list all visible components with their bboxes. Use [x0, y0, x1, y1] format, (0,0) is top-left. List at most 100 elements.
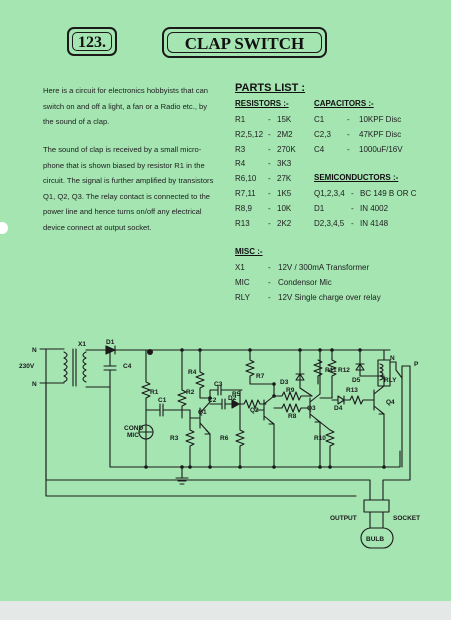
scan-margin	[0, 601, 451, 620]
intro-line: the sound of a clap.	[43, 117, 110, 127]
resistor-value: 1K5	[277, 189, 292, 198]
label-r13: R13	[346, 387, 358, 394]
resistor-ref: R1	[235, 115, 246, 124]
misc-value: 12V Single charge over relay	[278, 293, 381, 302]
intro-paragraph-2: The sound of clap is received by a small…	[43, 142, 233, 236]
intro-line: device connect at output socket.	[43, 222, 152, 232]
resistor-ref: R6,10	[235, 174, 257, 183]
resistors-heading: RESISTORS :-	[235, 99, 289, 108]
label-cond: COND	[124, 425, 143, 432]
label-d4: D4	[334, 405, 343, 412]
resistor-ref: R4	[235, 159, 246, 168]
label-voltage: 230V	[19, 363, 35, 370]
semiconductor-sep: -	[351, 189, 354, 198]
resistor-ref: R3	[235, 145, 246, 154]
label-r5: R5	[232, 391, 241, 398]
label-c1: C1	[158, 397, 167, 404]
resistor-value: 3K3	[277, 159, 292, 168]
capacitor-ref: C2,3	[314, 130, 331, 139]
label-socket: SOCKET	[393, 515, 420, 522]
resistor-value: 27K	[277, 174, 292, 183]
semiconductor-value: IN 4002	[360, 204, 389, 213]
label-r2: R2	[186, 389, 195, 396]
label-d1: D1	[106, 339, 115, 346]
resistor-ref: R2,5,12	[235, 130, 264, 139]
page-title: CLAP SWITCH	[167, 32, 322, 53]
label-r6: R6	[220, 435, 229, 442]
project-number-badge: 123.	[67, 27, 117, 56]
label-rly: RLY	[384, 377, 397, 384]
label-r12: R12	[338, 367, 350, 374]
misc-sep: -	[268, 263, 271, 272]
resistor-sep: -	[268, 189, 271, 198]
semiconductor-ref: Q1,2,3,4	[314, 189, 345, 198]
resistor-sep: -	[268, 130, 271, 139]
capacitor-value: 1000uF/16V	[359, 145, 403, 154]
capacitor-value: 10KPF Disc	[359, 115, 402, 124]
intro-paragraph-1: Here is a circuit for electronics hobbyi…	[43, 83, 233, 130]
label-q1: Q1	[198, 409, 207, 416]
resistor-ref: R7,11	[235, 189, 256, 198]
label-r1: R1	[150, 389, 159, 396]
document-page	[0, 0, 451, 601]
resistor-value: 270K	[277, 145, 296, 154]
misc-ref: MIC	[235, 278, 250, 287]
semiconductor-sep: -	[351, 204, 354, 213]
resistor-sep: -	[268, 219, 271, 228]
semiconductor-value: BC 149 B OR C	[360, 189, 417, 198]
resistor-ref: R8,9	[235, 204, 252, 213]
resistor-ref: R13	[235, 219, 250, 228]
resistor-sep: -	[268, 174, 271, 183]
label-r7: R7	[256, 373, 265, 380]
capacitor-sep: -	[347, 115, 350, 124]
title-box: CLAP SWITCH	[162, 27, 327, 58]
label-q2: Q2	[250, 407, 259, 414]
intro-line: phone that is shown biased by resistor R…	[43, 160, 205, 170]
resistor-sep: -	[268, 145, 271, 154]
resistor-sep: -	[268, 204, 271, 213]
capacitor-sep: -	[347, 145, 350, 154]
label-q4: Q4	[386, 399, 395, 406]
resistor-value: 15K	[277, 115, 292, 124]
project-number: 123.	[72, 32, 112, 51]
label-x1: X1	[78, 341, 86, 348]
capacitor-ref: C4	[314, 145, 325, 154]
label-d3: D3	[280, 379, 289, 386]
label-output: OUTPUT	[330, 515, 357, 522]
label-n-out: N	[32, 381, 37, 388]
semiconductor-ref: D2,3,4,5	[314, 219, 345, 228]
misc-value: Condensor Mic	[278, 278, 332, 287]
label-c4: C4	[123, 363, 132, 370]
label-c3: C3	[214, 381, 223, 388]
schematic-wires	[39, 345, 411, 549]
misc-ref: X1	[235, 263, 245, 272]
label-d5: D5	[352, 377, 361, 384]
misc-sep: -	[268, 278, 271, 287]
label-q3: Q3	[307, 405, 316, 412]
misc-value: 12V / 300mA Transformer	[278, 263, 370, 272]
intro-line: circuit. The signal is further amplified…	[43, 176, 214, 186]
resistor-value: 10K	[277, 204, 292, 213]
label-bulb: BULB	[366, 536, 384, 543]
resistor-sep: -	[268, 115, 271, 124]
misc-ref: RLY	[235, 293, 250, 302]
label-mic: MIC	[127, 432, 139, 439]
label-r9: R9	[286, 387, 295, 394]
label-r8: R8	[288, 413, 297, 420]
schematic-labels: N 230V N X1 D1 C4 R1 C1 COND MIC R3 R4 R…	[19, 339, 420, 543]
clap-switch-schematic: N 230V N X1 D1 C4 R1 C1 COND MIC R3 R4 R…	[19, 339, 420, 549]
label-d2: D2	[228, 395, 237, 402]
resistor-value: 2K2	[277, 219, 292, 228]
semiconductor-sep: -	[351, 219, 354, 228]
capacitor-ref: C1	[314, 115, 325, 124]
intro-line: Q1, Q2, Q3. The relay contact is connect…	[43, 191, 211, 201]
junction-dots	[144, 348, 386, 469]
misc-sep: -	[268, 293, 271, 302]
semiconductor-ref: D1	[314, 204, 325, 213]
intro-line: The sound of clap is received by a small…	[43, 145, 202, 154]
resistor-sep: -	[268, 159, 271, 168]
punch-hole	[0, 222, 8, 234]
label-c2: C2	[208, 397, 217, 404]
capacitor-value: 47KPF Disc	[359, 130, 402, 139]
semiconductor-value: IN 4148	[360, 219, 389, 228]
